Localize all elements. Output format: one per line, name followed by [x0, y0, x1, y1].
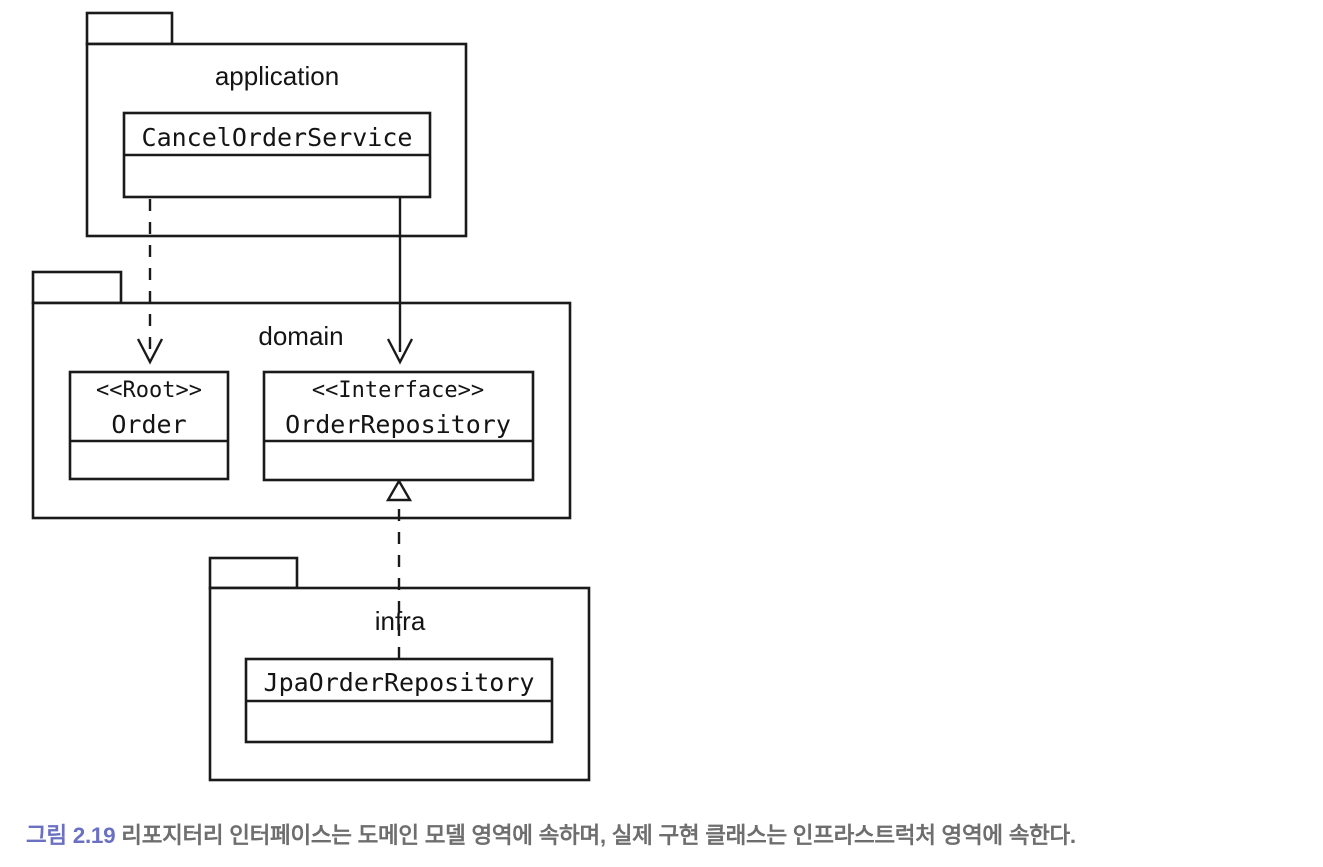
package-infra-tab [208, 556, 299, 590]
edge-cancelorderservice-to-orderrepository[interactable] [386, 197, 414, 365]
class-cancelorderservice-name: CancelOrderService [142, 123, 413, 152]
class-jpaorderrepository-name: JpaOrderRepository [264, 668, 535, 697]
open-arrowhead-icon [136, 338, 164, 365]
figure-caption: 그림 2.19 리포지터리 인터페이스는 도메인 모델 영역에 속하며, 실제 … [26, 818, 1316, 850]
class-orderrepository-stereotype: <<Interface>> [312, 378, 484, 403]
class-jpaorderrepository[interactable]: JpaOrderRepository [244, 657, 554, 744]
figure-number: 그림 2.19 [26, 823, 116, 848]
package-infra-label: infra [375, 606, 426, 636]
package-domain-tab [31, 270, 123, 305]
package-domain-label: domain [258, 321, 343, 351]
class-orderrepository[interactable]: <<Interface>> OrderRepository [262, 370, 535, 482]
class-cancelorderservice[interactable]: CancelOrderService [122, 111, 432, 199]
edge-jpaorderrepository-to-orderrepository[interactable] [385, 478, 413, 659]
class-order-name: Order [111, 410, 186, 439]
package-application-tab [85, 11, 174, 46]
class-order-stereotype: <<Root>> [96, 378, 202, 403]
figure-caption-text: 리포지터리 인터페이스는 도메인 모델 영역에 속하며, 실제 구현 클래스는 … [115, 823, 1076, 848]
package-application-label: application [215, 61, 339, 91]
open-arrowhead-icon [386, 338, 414, 365]
class-order-box [68, 370, 230, 481]
class-orderrepository-name: OrderRepository [285, 410, 511, 439]
class-orderrepository-box [262, 370, 535, 482]
hollow-triangle-arrowhead-icon [385, 478, 413, 502]
class-order[interactable]: <<Root>> Order [68, 370, 230, 481]
edge-cancelorderservice-to-order[interactable] [136, 199, 164, 365]
